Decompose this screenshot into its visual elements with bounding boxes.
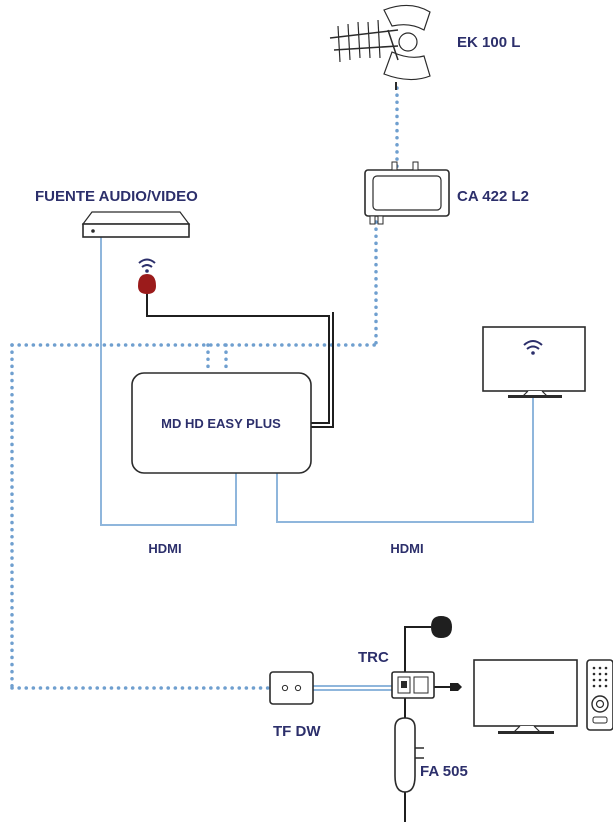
set-top-box-icon xyxy=(81,211,191,238)
antenna-icon xyxy=(329,4,431,90)
trc-label: TRC xyxy=(358,649,389,666)
tv-icon xyxy=(473,659,578,734)
jack-connector-icon xyxy=(450,683,462,691)
source-label: FUENTE AUDIO/VIDEO xyxy=(35,188,198,205)
coax-cables xyxy=(10,86,399,690)
outlet-device xyxy=(269,671,314,705)
trc-device xyxy=(391,671,435,699)
modulator-label: MD HD EASY PLUS xyxy=(161,416,281,431)
hdmi-left-label: HDMI xyxy=(148,541,181,556)
antenna-label: EK 100 L xyxy=(457,34,520,51)
ir-receiver-icon xyxy=(431,616,452,638)
remote-control-icon xyxy=(586,659,613,731)
power-plug-icon xyxy=(394,717,424,793)
power-supply-label: FA 505 xyxy=(420,763,468,780)
modulator-device xyxy=(131,372,312,474)
control-wires xyxy=(146,292,450,822)
wifi-icon xyxy=(523,340,543,355)
amplifier-label: CA 422 L2 xyxy=(457,188,529,205)
hdmi-cables xyxy=(100,236,534,691)
tv-icon xyxy=(482,326,586,398)
amplifier-icon xyxy=(364,161,450,225)
outlet-label: TF DW xyxy=(273,723,321,740)
hdmi-right-label: HDMI xyxy=(390,541,423,556)
ir-emitter-icon xyxy=(138,258,156,294)
